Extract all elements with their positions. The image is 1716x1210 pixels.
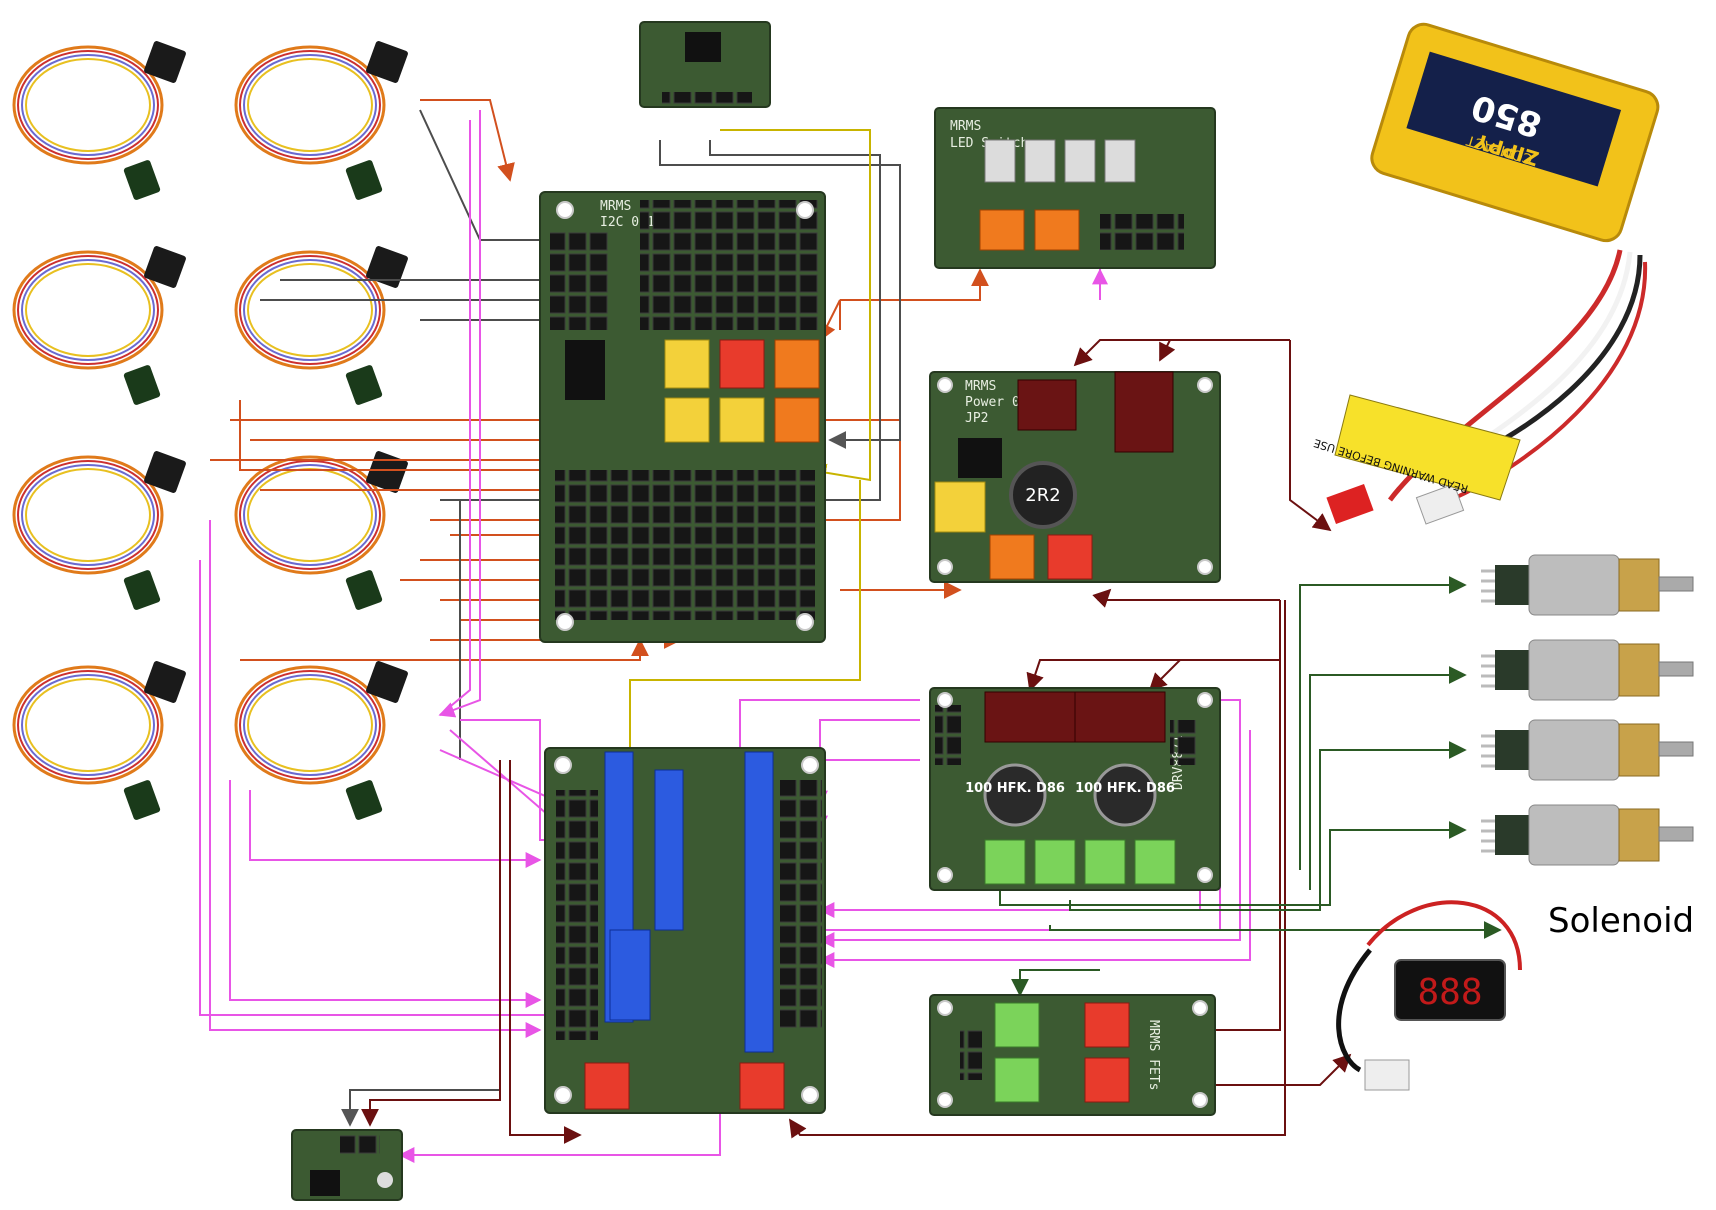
- i2c-board-title: MRMS: [600, 199, 631, 214]
- capacitor-left-label: 100 HFK. D86: [965, 781, 1065, 796]
- gear-motor-icon: [1479, 718, 1695, 782]
- ring-sensor-icon: [234, 243, 411, 408]
- voltmeter-icon: 888: [1336, 900, 1522, 1091]
- connector-orange: [1034, 209, 1080, 251]
- led-module-board: [291, 1129, 403, 1201]
- i2c-expander-board: MRMS I2C 0.1: [539, 191, 826, 643]
- wires-darkred: [361, 339, 1352, 1144]
- ring-sensor-icon: [234, 448, 411, 613]
- connector-red: [719, 339, 765, 389]
- connector-red: [1047, 534, 1093, 580]
- connector-green: [1134, 839, 1176, 885]
- connector-green: [984, 839, 1026, 885]
- connector-orange: [979, 209, 1025, 251]
- inductor-label: 2R2: [1025, 485, 1060, 506]
- voltmeter-readout: 888: [1417, 972, 1482, 1013]
- fets-board: MRMS FETs: [929, 994, 1216, 1116]
- connector-yellow: [664, 339, 710, 389]
- ring-sensor-icon: [12, 38, 189, 203]
- connector-yellow: [719, 397, 765, 443]
- connector-red: [739, 1062, 785, 1110]
- connector-green: [994, 1057, 1040, 1103]
- capacitor-right-label: 100 HFK. D86: [1075, 781, 1175, 796]
- solenoid-label: Solenoid: [1548, 901, 1694, 941]
- gear-motor-icon: [1479, 803, 1695, 867]
- motor-driver-board: DRV8871 100 HFK. D86 100 HFK. D86: [929, 687, 1221, 891]
- fets-board-title: MRMS FETs: [1146, 1020, 1161, 1090]
- led-switches-board: MRMS LED Switches: [934, 107, 1216, 269]
- connector-orange: [989, 534, 1035, 580]
- ring-sensor-icon: [12, 243, 189, 408]
- connector-green: [994, 1002, 1040, 1048]
- ring-sensor-icon: [234, 658, 411, 823]
- connector-red: [584, 1062, 630, 1110]
- wires-darkgreen: [999, 576, 1502, 997]
- gear-motor-icon: [1479, 638, 1695, 702]
- connector-red: [1084, 1057, 1130, 1103]
- connector-yellow: [664, 397, 710, 443]
- ring-sensor-icon: [234, 38, 411, 203]
- ring-sensor-icon: [12, 658, 189, 823]
- power-board-title: MRMS: [965, 379, 996, 394]
- switches-board-title: MRMS: [950, 119, 981, 134]
- connector-green: [1034, 839, 1076, 885]
- connector-green: [1084, 839, 1126, 885]
- ring-sensor-icon: [12, 448, 189, 613]
- gear-motor-icon: [1479, 553, 1695, 617]
- connector-red: [1084, 1002, 1130, 1048]
- i2c-sensor-board: [639, 21, 771, 108]
- connector-yellow: [934, 481, 986, 533]
- power-board: MRMS Power 0.01 JP2 2R2: [929, 371, 1221, 583]
- mcu-carrier-board: [544, 747, 826, 1114]
- connector-orange: [774, 397, 820, 443]
- connector-orange: [774, 339, 820, 389]
- jumper-label: JP2: [965, 411, 988, 426]
- lipo-battery-icon: ZIPPY COMPACT 850 READ WARNING BEFORE US…: [1312, 22, 1660, 525]
